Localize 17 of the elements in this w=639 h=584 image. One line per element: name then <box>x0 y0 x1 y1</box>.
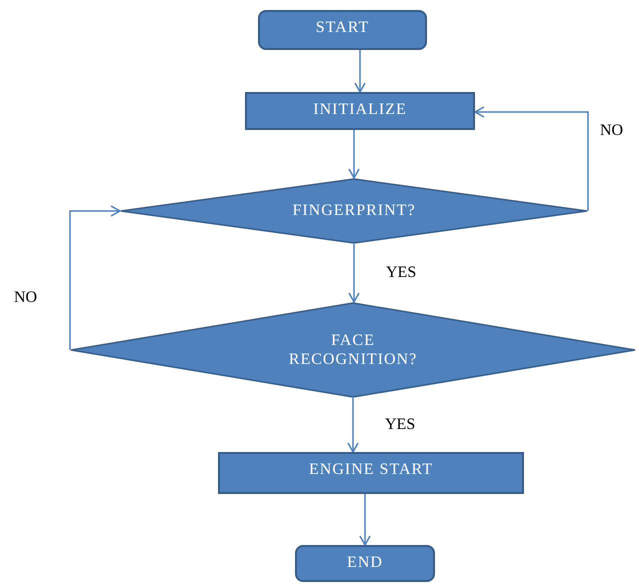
arrow <box>474 106 589 211</box>
process-box <box>245 92 475 130</box>
terminal-box <box>295 545 435 582</box>
process-box <box>218 452 524 494</box>
arrow <box>359 494 371 546</box>
node-label: INITIALIZE <box>313 100 407 120</box>
node-label: END <box>347 553 383 572</box>
arrow <box>348 244 360 303</box>
arrow <box>348 130 360 179</box>
arrow <box>347 398 359 453</box>
arrow <box>69 205 121 350</box>
node-label: START <box>316 18 370 38</box>
node-label: FACE RECOGNITION? <box>288 330 418 370</box>
arrow <box>354 50 366 93</box>
node-label: FINGERPRINT? <box>292 201 416 221</box>
node-label: ENGINE START <box>309 460 433 480</box>
terminal-box <box>258 10 427 50</box>
